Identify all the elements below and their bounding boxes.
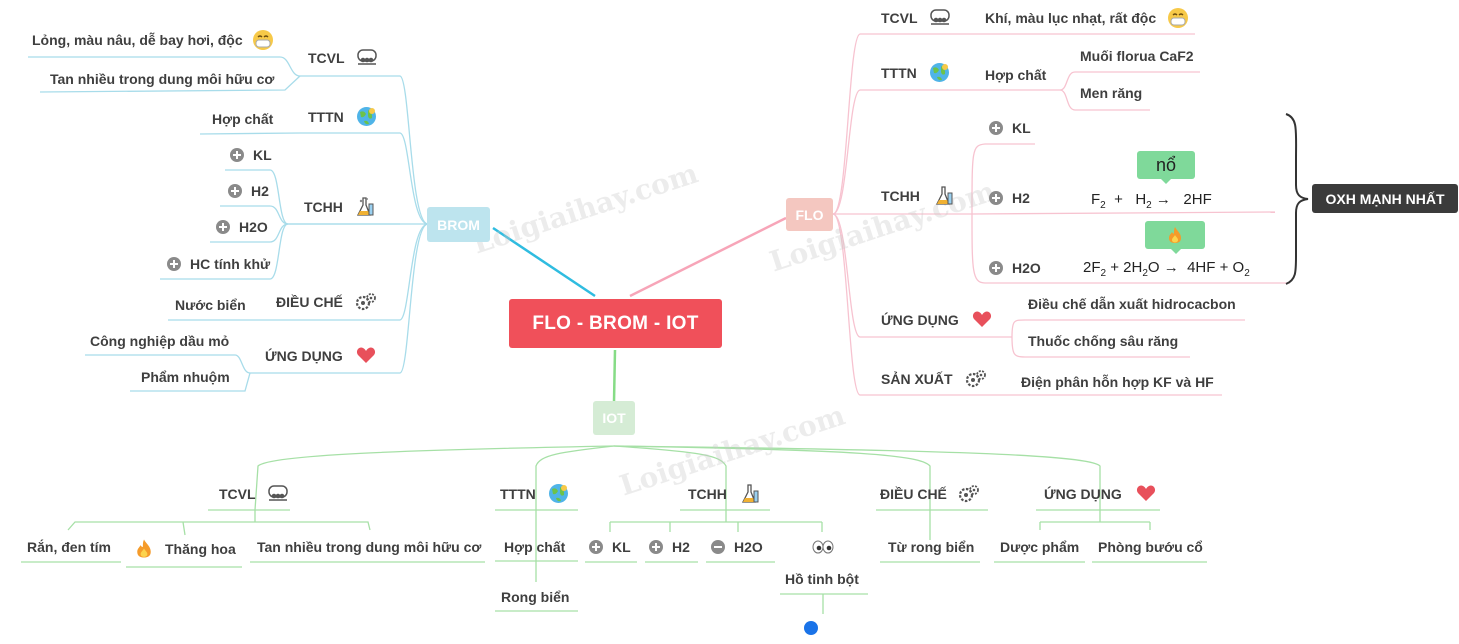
flo-tcvl-label[interactable]: TCVL [881,10,918,26]
brom-tcvl-item[interactable]: Tan nhiều trong dung môi hữu cơ [50,71,275,87]
flo-ungdung-item[interactable]: Điều chế dẫn xuất hidrocacbon [1028,296,1236,312]
plus-circle-icon[interactable] [989,261,1003,275]
flo-tttn-label[interactable]: TTTN [881,65,917,81]
brom-ungdung-item[interactable]: Công nghiệp dầu mỏ [90,333,230,349]
iot-tcvl-label[interactable]: TCVL [219,486,256,502]
flo-tttn-item[interactable]: Hợp chất [985,67,1047,83]
brom-tttn-label[interactable]: TTTN [308,109,344,125]
plus-circle-icon[interactable] [230,148,244,162]
iot-tchh-item[interactable]: KL [612,539,631,555]
brom-tchh-label[interactable]: TCHH [304,199,343,215]
brom-tchh-item[interactable]: KL [253,147,272,163]
flo-sanxuat-item[interactable]: Điện phân hỗn hợp KF và HF [1021,374,1214,390]
plus-circle-icon[interactable] [989,121,1003,135]
brom-ungdung-item[interactable]: Phẩm nhuộm [141,369,230,385]
flo-topic[interactable]: FLO [786,198,833,231]
flask-icon [356,197,374,216]
flo-tttn-subitem[interactable]: Muối florua CaF2 [1080,48,1194,64]
globe-icon [549,484,568,503]
equation-f2-h2o: 2F2 + 2H2O → 4HF + O2 [1083,259,1250,279]
plus-circle-icon[interactable] [589,540,603,554]
fire-label [1145,221,1205,249]
iot-topic[interactable]: IOT [593,401,635,435]
brom-tchh-item[interactable]: HC tính khử [190,256,271,272]
iot-tttn-label[interactable]: TTTN [500,486,536,502]
plus-circle-icon[interactable] [989,191,1003,205]
flo-tchh-label[interactable]: TCHH [881,188,920,204]
flo-ungdung-label[interactable]: ỨNG DỤNG [881,312,959,328]
brom-tcvl-label[interactable]: TCVL [308,50,345,66]
flo-tchh-item[interactable]: H2 [1012,190,1030,206]
iot-tchh-item[interactable]: H2 [672,539,690,555]
iot-tcvl-item[interactable]: Tan nhiều trong dung môi hữu cơ [257,539,482,555]
fire-icon [1169,227,1181,243]
brom-tttn-item[interactable]: Hợp chất [212,111,274,127]
brom-dieuche-item[interactable]: Nước biển [175,297,246,313]
atoms-icon [268,485,288,501]
iot-dieuche-label[interactable]: ĐIỀU CHẾ [880,486,947,502]
iot-tchh-label[interactable]: TCHH [688,486,727,502]
drag-handle-dot[interactable] [804,621,818,635]
flask-icon [935,186,953,205]
globe-icon [930,63,949,82]
plus-circle-icon[interactable] [228,184,242,198]
flo-ungdung-item[interactable]: Thuốc chống sâu răng [1028,333,1179,349]
plus-circle-icon[interactable] [649,540,663,554]
heart-icon [1136,485,1156,501]
gears-icon [355,293,376,311]
iot-tttn-item[interactable]: Hợp chất [504,539,566,555]
globe-icon [357,107,376,126]
gears-icon [965,370,986,388]
iot-tttn-subitem[interactable]: Rong biển [501,589,570,605]
mask-face-icon [1168,8,1188,28]
gears-icon [958,485,979,503]
flo-tchh-item[interactable]: H2O [1012,260,1041,276]
iot-tcvl-item[interactable]: Thăng hoa [165,541,236,557]
eyes-icon [812,540,834,554]
plus-circle-icon[interactable] [216,220,230,234]
flask-icon [741,484,759,503]
heart-icon [972,311,992,327]
root-topic[interactable]: FLO - BROM - IOT [509,299,722,348]
brom-tchh-item[interactable]: H2 [251,183,269,199]
atoms-icon [357,49,377,65]
brom-tcvl-item[interactable]: Lỏng, màu nâu, dễ bay hơi, độc [32,32,243,48]
brom-tchh-item[interactable]: H2O [239,219,268,235]
plus-circle-icon[interactable] [167,257,181,271]
iot-ungdung-label[interactable]: ỨNG DỤNG [1044,486,1122,502]
flo-sanxuat-label[interactable]: SẢN XUẤT [881,371,953,387]
summary-tag[interactable]: OXH MẠNH NHẤT [1312,184,1458,213]
equation-f2-h2: F2 + H2 → 2HF [1091,191,1212,211]
brom-dieuche-label[interactable]: ĐIỀU CHẾ [276,294,343,310]
iot-tchh-item[interactable]: Hồ tinh bột [785,571,859,587]
flo-tttn-subitem[interactable]: Men răng [1080,85,1143,101]
brom-ungdung-label[interactable]: ỨNG DỤNG [265,348,343,364]
mask-face-icon [253,30,273,50]
iot-tchh-item[interactable]: H2O [734,539,763,555]
iot-ungdung-item[interactable]: Phòng bướu cổ [1098,539,1203,555]
brom-topic[interactable]: BROM [427,207,490,242]
minus-circle-icon[interactable] [711,540,725,554]
iot-tcvl-item[interactable]: Rắn, đen tím [27,539,112,555]
callout-pointer [1160,178,1172,184]
iot-dieuche-item[interactable]: Từ rong biển [888,539,975,555]
heart-icon [356,347,376,363]
atoms-icon [930,9,950,25]
callout-pointer [1170,248,1182,254]
fire-icon [137,539,151,558]
iot-ungdung-item[interactable]: Dược phẩm [1000,539,1080,555]
flo-tcvl-item[interactable]: Khí, màu lục nhạt, rất độc [985,10,1157,26]
no-label: nổ [1137,151,1195,179]
flo-tchh-item[interactable]: KL [1012,120,1031,136]
